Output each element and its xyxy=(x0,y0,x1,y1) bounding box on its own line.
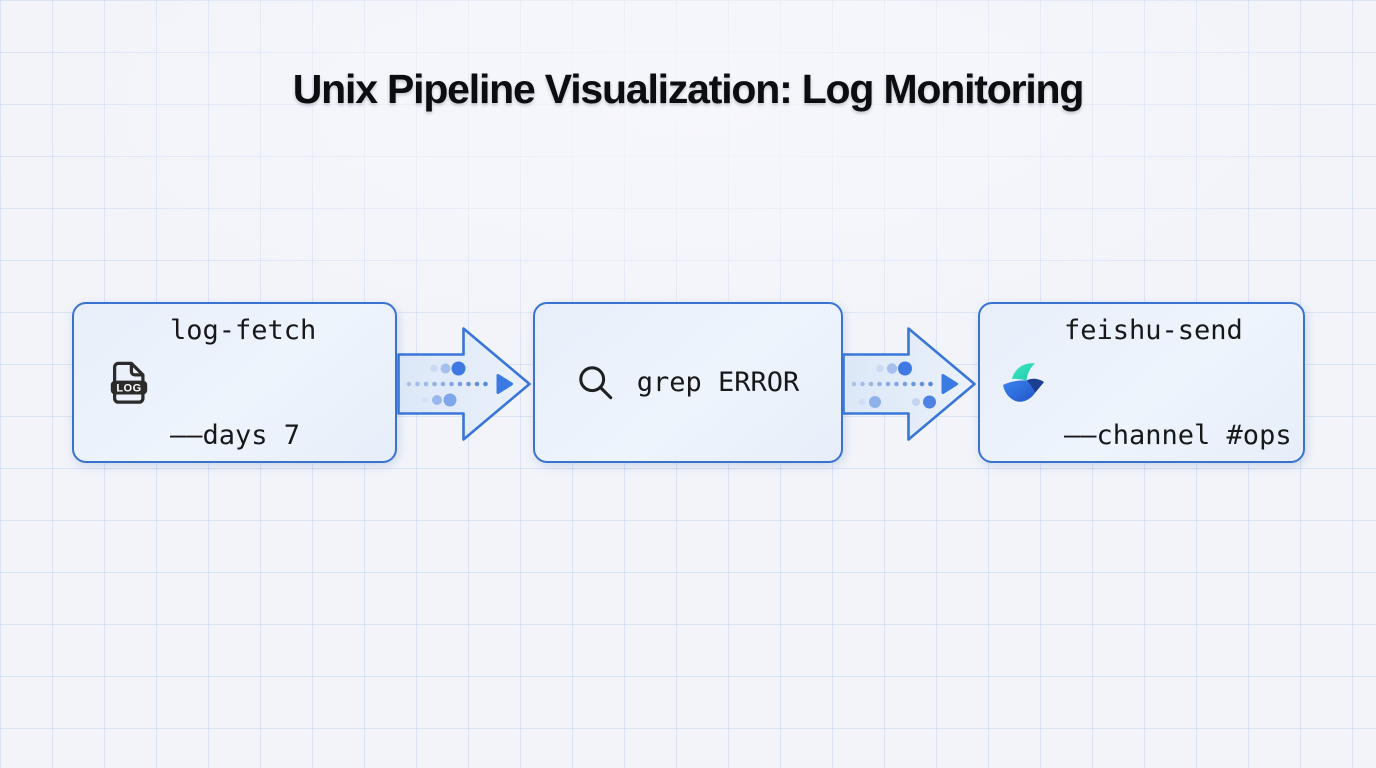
flow-particles xyxy=(858,361,936,409)
command-line-1: grep ERROR xyxy=(636,367,800,398)
command-line-1: feishu-send xyxy=(1064,314,1243,346)
command-line-1: log-fetch xyxy=(170,314,317,346)
command-line-2: ––channel #ops xyxy=(1064,419,1292,451)
command-line-2: ––days 7 xyxy=(170,419,301,451)
stage-command: grep ERROR xyxy=(637,295,800,470)
feishu-logo-icon xyxy=(1000,359,1048,407)
stage-feishu-send: feishu-send ––channel #ops xyxy=(978,302,1305,463)
search-icon xyxy=(577,364,615,402)
stage-command: log-fetch ––days 7 xyxy=(170,243,316,523)
log-badge-text: LOG xyxy=(116,382,141,394)
stage-grep-error: grep ERROR xyxy=(533,302,843,463)
stage-command: feishu-send ––channel #ops xyxy=(1064,243,1292,523)
block-arrow-icon xyxy=(842,327,976,441)
flow-particles xyxy=(421,361,466,407)
block-arrow-icon xyxy=(397,327,531,441)
dotted-flow-line xyxy=(851,374,958,394)
dotted-flow-line xyxy=(406,374,513,394)
log-file-icon: LOG xyxy=(106,360,152,406)
stage-log-fetch: LOG log-fetch ––days 7 xyxy=(72,302,397,463)
page-title: Unix Pipeline Visualization: Log Monitor… xyxy=(292,66,1085,112)
